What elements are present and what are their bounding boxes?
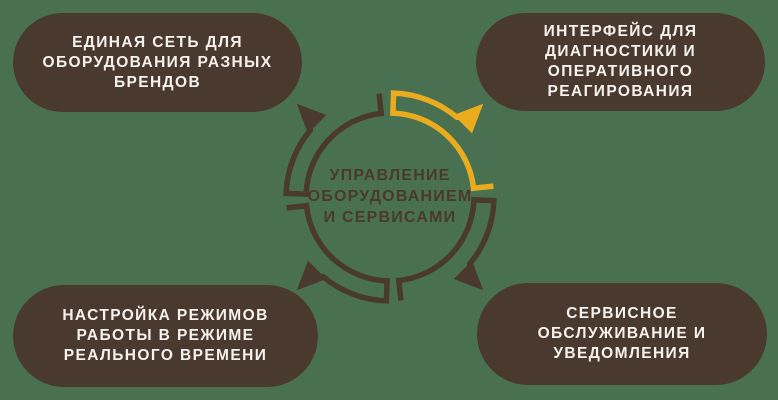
pill-top-left-label: ЕДИНАЯ СЕТЬ ДЛЯ ОБОРУДОВАНИЯ РАЗНЫХ БРЕН… (42, 33, 273, 91)
pill-bottom-left-label: НАСТРОЙКА РЕЖИМОВ РАБОТЫ В РЕЖИМЕ РЕАЛЬН… (62, 307, 269, 364)
pill-bottom-left: НАСТРОЙКА РЕЖИМОВ РАБОТЫ В РЕЖИМЕ РЕАЛЬН… (13, 285, 318, 387)
pill-top-right: ИНТЕРФЕЙС ДЛЯ ДИАГНОСТИКИ И ОПЕРАТИВНОГО… (476, 13, 765, 111)
pill-bottom-right-label: СЕРВИСНОЕ ОБСЛУЖИВАНИЕ И УВЕДОМЛЕНИЯ (537, 305, 707, 362)
center-label: УПРАВЛЕНИЕ ОБОРУДОВАНИЕМ И СЕРВИСАМИ (307, 167, 473, 226)
pill-top-right-label: ИНТЕРФЕЙС ДЛЯ ДИАГНОСТИКИ И ОПЕРАТИВНОГО… (543, 23, 698, 100)
pill-bottom-right: СЕРВИСНОЕ ОБСЛУЖИВАНИЕ И УВЕДОМЛЕНИЯ (477, 283, 767, 385)
pill-top-left: ЕДИНАЯ СЕТЬ ДЛЯ ОБОРУДОВАНИЯ РАЗНЫХ БРЕН… (13, 13, 302, 112)
